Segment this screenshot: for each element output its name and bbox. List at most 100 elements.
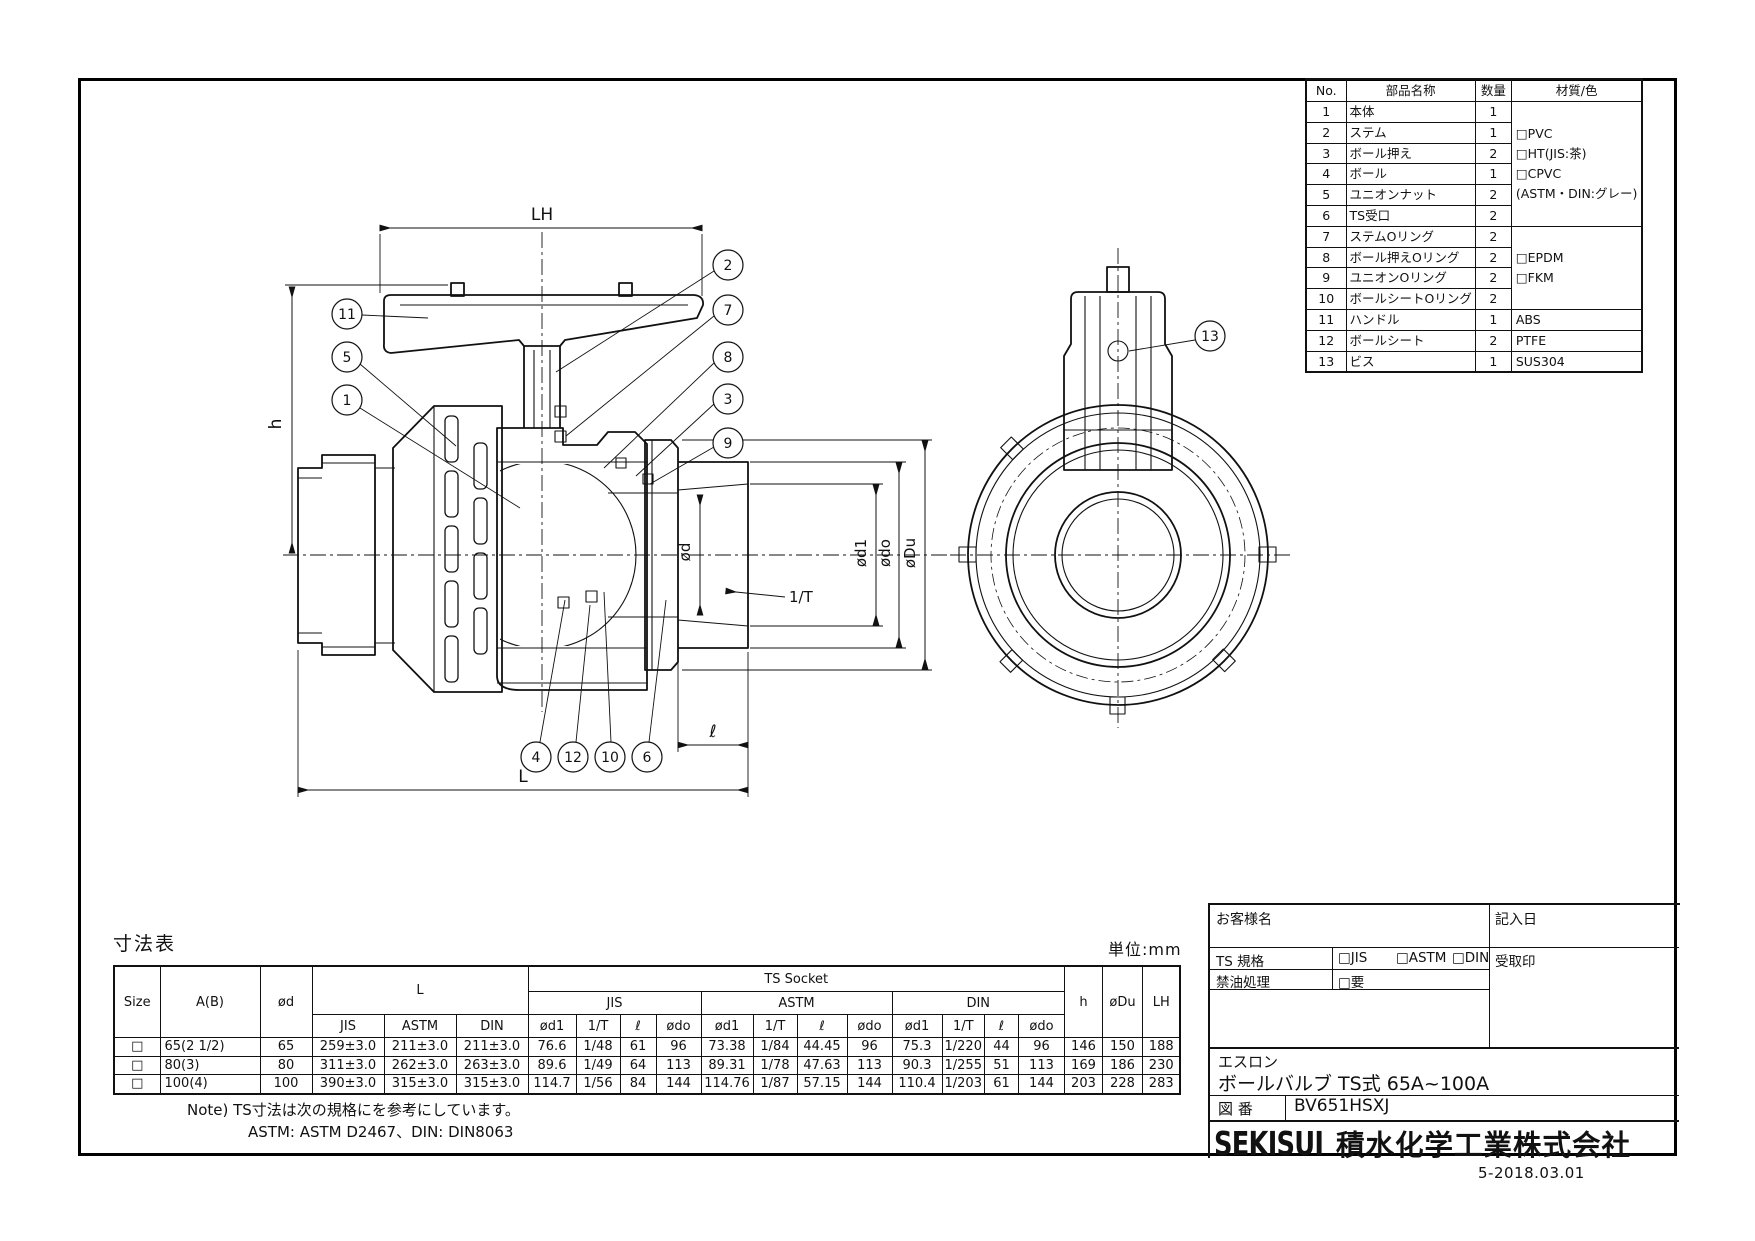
dim-label-ell: ℓ — [708, 722, 716, 742]
col-jis-odo: ødo — [655, 1014, 702, 1038]
dim-label-odu: øDu — [901, 538, 919, 568]
col-din-ell: ℓ — [983, 1014, 1019, 1038]
parts-header-row: No. 部品名称 数量 材質/色 — [1305, 78, 1643, 102]
dim-cell: 144 — [846, 1074, 893, 1094]
col-ts-jis: JIS — [527, 991, 702, 1015]
dim-cell: 47.63 — [796, 1055, 848, 1075]
dim-cell: 100 — [259, 1074, 313, 1094]
balloon-11: 11 — [331, 298, 429, 330]
dim-cell: 1/255 — [941, 1055, 985, 1075]
svg-text:10: 10 — [601, 750, 619, 766]
dim-cell: 1/203 — [941, 1074, 985, 1094]
dim-cell: 211±3.0 — [455, 1037, 529, 1057]
dim-cell: 96 — [1017, 1037, 1065, 1057]
dim-cell: 283 — [1141, 1074, 1181, 1094]
side-view — [283, 232, 955, 712]
part-name: ボール押えOリング — [1345, 246, 1476, 269]
dim-cell: 61 — [983, 1074, 1019, 1094]
dim-label-od: ød — [676, 543, 694, 562]
material-line: □EPDM — [1515, 250, 1564, 266]
dim-cell: 315±3.0 — [455, 1074, 529, 1094]
dim-cell: 228 — [1101, 1074, 1143, 1094]
dim-cell: 100(4) — [159, 1074, 261, 1094]
material-line: □PVC — [1515, 126, 1553, 142]
balloon-4: 4 — [520, 599, 566, 773]
dim-cell: 76.6 — [527, 1037, 577, 1057]
part-name: ユニオンナット — [1345, 184, 1476, 206]
part-qty: 2 — [1474, 204, 1512, 227]
material-line: ABS — [1515, 311, 1541, 327]
dim-cell: 89.31 — [700, 1055, 754, 1075]
dim-cell: 110.4 — [891, 1074, 943, 1094]
dim-cell: 61 — [619, 1037, 657, 1057]
part-no: 6 — [1305, 204, 1347, 227]
col-jis-ell: ℓ — [619, 1014, 657, 1038]
dim-cell: 75.3 — [891, 1037, 943, 1057]
dim-cell: 65 — [259, 1037, 313, 1057]
dimension-table: Size A(B) ød L TS Socket h øDu LH JIS AS… — [113, 965, 1182, 1095]
company-name: 積水化学工業株式会社 — [1336, 1129, 1632, 1162]
dim-cell: 44 — [983, 1037, 1019, 1057]
parts-header-material: 材質/色 — [1510, 78, 1643, 102]
dimension-table-title: 寸法表 — [113, 933, 177, 955]
part-no: 1 — [1305, 101, 1347, 123]
material-line: PTFE — [1515, 332, 1547, 348]
company-logo: SEKISUI — [1214, 1124, 1324, 1163]
part-name: ビス — [1345, 350, 1476, 373]
dim-cell: 64 — [619, 1055, 657, 1075]
dim-cell: 1/87 — [752, 1074, 798, 1094]
balloon-2: 2 — [555, 249, 744, 373]
part-name: ステム — [1345, 121, 1476, 144]
dimensions: LH h ød ød1 ødo øDu 1/T — [266, 205, 932, 797]
balloon-1: 1 — [331, 384, 521, 509]
part-qty: 1 — [1474, 163, 1512, 186]
part-no: 9 — [1305, 267, 1347, 290]
part-material: ABS — [1510, 308, 1643, 331]
dim-cell: 80(3) — [159, 1055, 261, 1075]
svg-text:4: 4 — [532, 750, 541, 766]
revision-date: 5-2018.03.01 — [1478, 1164, 1585, 1182]
part-qty: 1 — [1474, 121, 1512, 144]
part-name: ボールシートOリング — [1345, 288, 1476, 310]
part-name: ボールシート — [1345, 329, 1476, 352]
material-line: SUS304 — [1515, 353, 1565, 369]
dim-cell: 230 — [1141, 1055, 1181, 1075]
col-ts-astm: ASTM — [700, 991, 893, 1015]
unit-label: 単位:mm — [1108, 940, 1182, 959]
parts-header-qty: 数量 — [1474, 78, 1512, 102]
col-L: L — [311, 965, 529, 1015]
dim-cell: 114.7 — [527, 1074, 577, 1094]
size-checkbox: □ — [113, 1055, 161, 1075]
dim-cell: 262±3.0 — [383, 1055, 457, 1075]
dim-cell: 65(2 1/2) — [159, 1037, 261, 1057]
col-L-jis: JIS — [311, 1014, 385, 1038]
dim-cell: 57.15 — [796, 1074, 848, 1094]
dim-cell: 96 — [655, 1037, 702, 1057]
dim-cell: 1/220 — [941, 1037, 985, 1057]
col-astm-od1: ød1 — [700, 1014, 754, 1038]
dim-cell: 1/49 — [575, 1055, 621, 1075]
dim-cell: 84 — [619, 1074, 657, 1094]
dim-cell: 144 — [655, 1074, 702, 1094]
dim-cell: 51 — [983, 1055, 1019, 1075]
balloon-9: 9 — [649, 427, 744, 485]
part-qty: 2 — [1474, 246, 1512, 269]
col-astm-ell: ℓ — [796, 1014, 848, 1038]
part-no: 4 — [1305, 163, 1347, 186]
part-name: TS受口 — [1345, 204, 1476, 227]
ts-option-astm: □ASTM — [1396, 950, 1447, 966]
dim-cell: 1/56 — [575, 1074, 621, 1094]
note-line1: Note) TS寸法は次の規格にを参考にしています。 — [187, 1101, 520, 1119]
dim-cell: 188 — [1141, 1037, 1181, 1057]
